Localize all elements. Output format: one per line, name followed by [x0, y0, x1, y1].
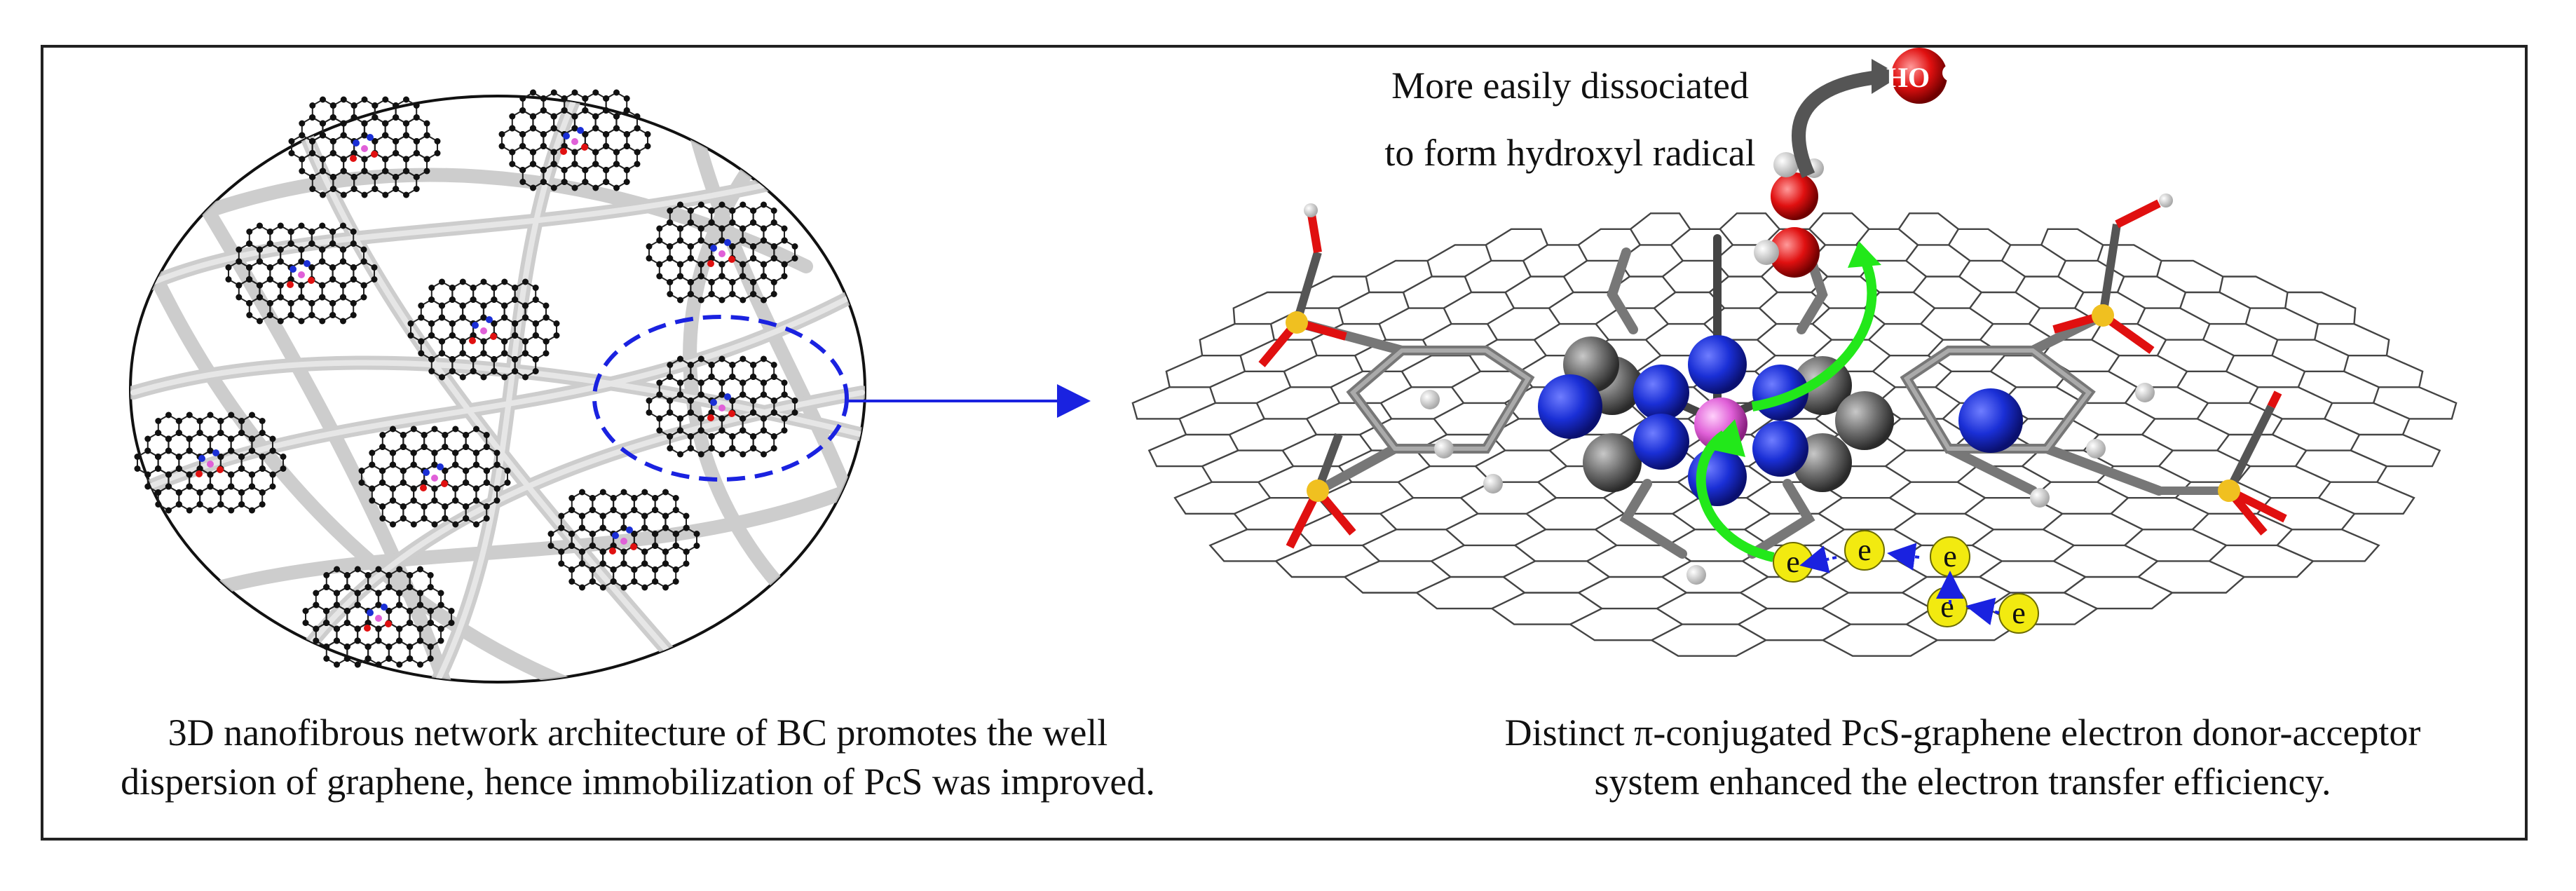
graphene-pcs-flake: [498, 89, 651, 191]
sulfonate-group: [2052, 193, 2173, 354]
annotation-text: More easily dissociated to form hydroxyl…: [1304, 52, 1836, 186]
carbon-atom: [1583, 433, 1642, 492]
bc-network-ellipse: [129, 89, 866, 683]
electron-label: e: [2012, 596, 2026, 630]
graphene-pcs-flakes: [134, 89, 798, 668]
graphene-pcs-flake: [134, 412, 287, 514]
electron: e: [1844, 530, 1885, 571]
caption-left-line-2: dispersion of graphene, hence immobiliza…: [121, 761, 1155, 803]
graphene-pcs-flake: [288, 96, 441, 198]
annotation-line-2: to form hydroxyl radical: [1384, 132, 1756, 174]
caption-left: 3D nanofibrous network architecture of B…: [56, 708, 1220, 806]
sulfonate-group: [2159, 390, 2287, 536]
caption-right-line-1: Distinct π-conjugated PcS-graphene elect…: [1504, 712, 2421, 754]
electron: e: [1998, 593, 2039, 634]
graphene-pcs-flake: [358, 426, 511, 528]
nitrogen-atom: [1538, 374, 1602, 439]
graphene-pcs-flake: [302, 566, 455, 668]
annotation-line-1: More easily dissociated: [1391, 64, 1749, 107]
graphene-pcs-flake: [646, 201, 798, 304]
sulfonate-group: [1258, 203, 1347, 367]
electron: e: [1927, 587, 1968, 627]
electron: e: [1930, 536, 1970, 577]
graphene-pcs-flake: [407, 278, 560, 381]
nitrogen-atom: [1633, 365, 1689, 421]
nitrogen-atom: [1633, 414, 1689, 470]
caption-right-line-2: system enhanced the electron transfer ef…: [1594, 761, 2331, 803]
electron-label: e: [1943, 539, 1957, 573]
graphene-pcs-flake: [547, 489, 700, 591]
sulfonate-group: [1286, 433, 1356, 549]
figure-frame: [41, 45, 2528, 841]
electron-label: e: [1940, 590, 1954, 624]
electron-label: e: [1786, 545, 1800, 579]
nitrogen-atom: [1688, 335, 1747, 394]
radical-label: HO: [1886, 62, 1930, 93]
caption-left-line-1: 3D nanofibrous network architecture of B…: [168, 712, 1108, 754]
hydroxyl-oxygen: [1754, 227, 1820, 278]
electron-transfer-arrow-upper: [1751, 257, 1877, 412]
graphene-lattice: [1131, 212, 2458, 657]
nitrogen-atom: [1752, 421, 1808, 477]
graphene-pcs-flake: [225, 222, 378, 325]
caption-right: Distinct π-conjugated PcS-graphene elect…: [1395, 708, 2530, 806]
hydroxyl-radical: HO: [1886, 48, 1959, 104]
graphene-sheet: [1131, 212, 2458, 657]
highlight-dashed-ellipse: [592, 315, 849, 482]
nitrogen-atom: [1958, 388, 2023, 453]
electron-label: e: [1858, 533, 1872, 567]
dissociation-arrow: [1792, 70, 1880, 179]
graphene-pcs-flake: [646, 355, 798, 458]
carbon-atom: [1835, 391, 1894, 450]
electron: e: [1773, 542, 1813, 583]
